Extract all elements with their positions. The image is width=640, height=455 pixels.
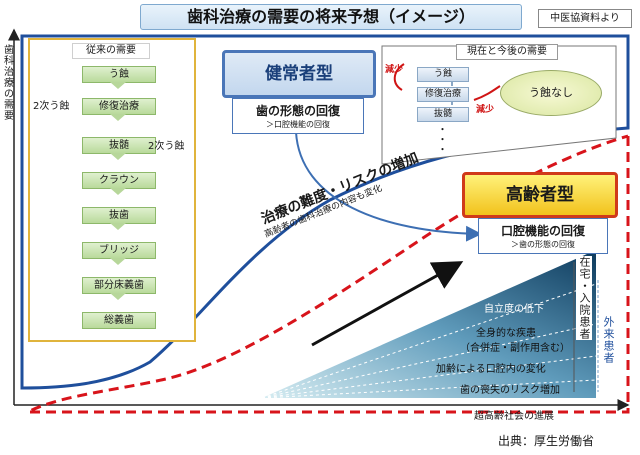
step-restoration: 修復治療 [82,98,156,115]
step-caries: う蝕 [82,66,156,83]
step-partial-denture: 部分床義歯 [82,277,156,294]
x-axis-label: 超高齢社会の進展 [474,411,554,422]
risk-arrow [311,261,464,347]
down-arrow-icon [110,223,126,230]
source-note-top: 中医協資料より [538,9,632,28]
old-demand-title: 従来の需要 [72,43,150,59]
now-step-ellipsis: ・・・ [435,124,446,154]
down-arrow-icon [110,258,126,265]
band-tooth-loss: 歯の喪失のリスク増加 [460,385,560,396]
reduce-label-1: 減少 [385,65,404,75]
healthy-to-elderly-connector [295,131,482,242]
now-step-restoration: 修復治療 [417,87,469,102]
healthy-goal-main: 歯の形態の回復 [255,104,340,118]
now-step-pulpectomy: 抜髄 [417,107,469,122]
down-arrow-icon [110,293,126,300]
reduce-label-2: 減少 [476,105,495,115]
y-axis-label: 歯科治療の需要 [4,45,14,122]
down-arrow-icon [110,82,126,89]
band-systemic: 全身的な疾患 [476,328,536,339]
down-arrow-icon [110,188,126,195]
down-arrow-icon [110,153,126,160]
healthy-goal-box: 歯の形態の回復 ＞口腔機能の回復 [232,98,364,134]
now-future-title: 現在と今後の需要 [456,44,558,60]
band-aging: 加齢による口腔内の変化 [436,364,546,375]
now-step-caries: う蝕 [417,67,469,82]
source-note-bottom: 出典：厚生労働省 [498,434,595,448]
outpatient-label: 外来患者 [600,316,616,364]
down-arrow-icon [110,114,126,121]
elderly-goal-box: 口腔機能の回復 ＞歯の形態の回復 [478,218,608,254]
step-bridge: ブリッジ [82,242,156,259]
step-extraction: 抜歯 [82,207,156,224]
risk-band-triangle [262,250,596,398]
secondary-caries-right: 2次う蝕 [148,141,185,152]
elderly-type-label: 高齢者型 [462,172,618,218]
page-title: 歯科治療の需要の将来予想（イメージ） [140,4,522,30]
no-decay-oval: う蝕なし [500,70,602,116]
healthy-type-label: 健常者型 [222,50,376,98]
home-patient-label: 在宅・入院患者 [576,256,592,340]
elderly-goal-main: 口腔機能の回復 [500,224,585,238]
band-independence: 自立度の低下 [484,304,544,315]
step-pulpectomy: 抜髄 [82,137,156,154]
step-full-denture: 総義歯 [82,312,156,329]
step-crown: クラウン [82,172,156,189]
secondary-caries-left: 2次う蝕 [33,101,70,112]
elderly-goal-sub: ＞歯の形態の回復 [511,240,575,249]
healthy-goal-sub: ＞口腔機能の回復 [266,120,330,129]
band-systemic-note: （合併症・副作用含む） [460,343,570,354]
